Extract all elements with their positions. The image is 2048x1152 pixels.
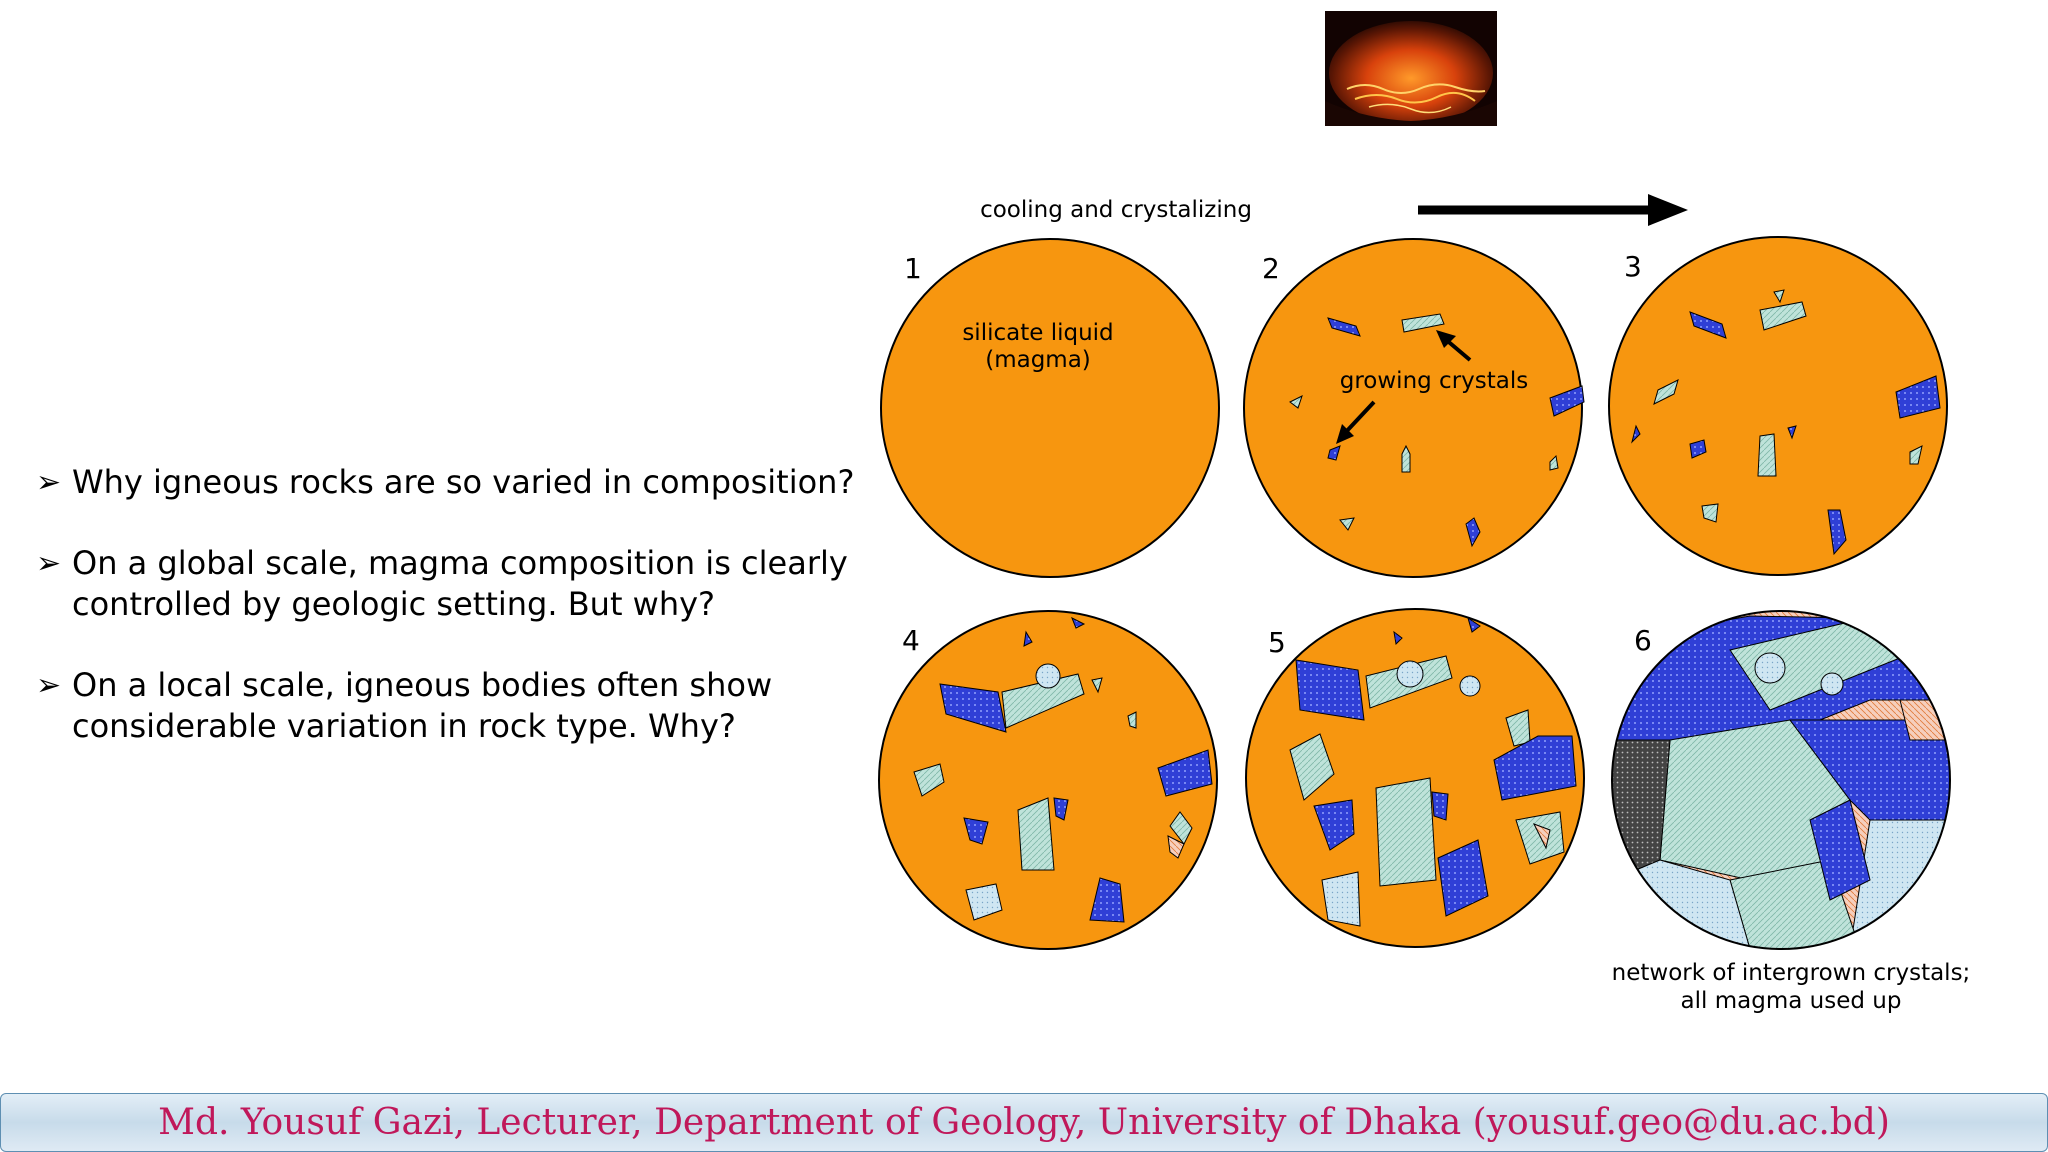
bullet-line: On a global scale, magma composition is … bbox=[72, 544, 848, 582]
bullet-line: On a local scale, igneous bodies often s… bbox=[72, 666, 773, 704]
right-arrow-icon bbox=[1418, 194, 1688, 226]
stage-label: growing crystals bbox=[1340, 368, 1529, 394]
arrow-bullet-icon: ➢ bbox=[36, 546, 62, 581]
bullet-line: controlled by geologic setting. But why? bbox=[72, 585, 716, 623]
footer-credit: Md. Yousuf Gazi, Lecturer, Department of… bbox=[158, 1102, 1890, 1143]
stage-1-circle: 1 silicate liquid (magma) bbox=[880, 238, 1220, 578]
stage-6-caption: all magma used up bbox=[1681, 988, 1902, 1014]
volcano-lava-image bbox=[1325, 11, 1497, 126]
stage-number: 6 bbox=[1634, 624, 1652, 657]
arrow-label: cooling and crystalizing bbox=[980, 197, 1252, 223]
arrow-bullet-icon: ➢ bbox=[36, 465, 62, 500]
stage-5-circle: 5 bbox=[1245, 608, 1585, 948]
stage-number: 1 bbox=[904, 252, 922, 285]
bullet-item-3: ➢ On a local scale, igneous bodies often… bbox=[36, 665, 856, 747]
stage-label: (magma) bbox=[985, 347, 1091, 373]
arrow-bullet-icon: ➢ bbox=[36, 668, 62, 703]
stage-number: 4 bbox=[902, 624, 920, 657]
stage-4-circle: 4 bbox=[878, 610, 1218, 950]
stage-number: 5 bbox=[1268, 626, 1286, 659]
stage-6-caption: network of intergrown crystals; bbox=[1612, 960, 1970, 986]
bullet-list: ➢ Why igneous rocks are so varied in com… bbox=[36, 462, 856, 787]
stage-6-circle: 6 bbox=[1611, 610, 1951, 950]
stage-3-circle: 3 bbox=[1608, 236, 1948, 576]
stage-number: 2 bbox=[1262, 252, 1280, 285]
crystal-pointer-arrow-icon bbox=[1336, 330, 1472, 444]
stage-label: silicate liquid bbox=[962, 320, 1113, 346]
stage-2-circle: 2 growing crystals bbox=[1243, 238, 1585, 578]
bullet-line: Why igneous rocks are so varied in compo… bbox=[72, 463, 855, 501]
bullet-line: considerable variation in rock type. Why… bbox=[72, 707, 736, 745]
bullet-item-2: ➢ On a global scale, magma composition i… bbox=[36, 543, 856, 625]
footer-bar: Md. Yousuf Gazi, Lecturer, Department of… bbox=[0, 1093, 2048, 1152]
crystallization-diagram: cooling and crystalizing 1 silicate liqu… bbox=[870, 180, 1970, 1030]
bullet-item-1: ➢ Why igneous rocks are so varied in com… bbox=[36, 462, 856, 503]
stage-number: 3 bbox=[1624, 250, 1642, 283]
